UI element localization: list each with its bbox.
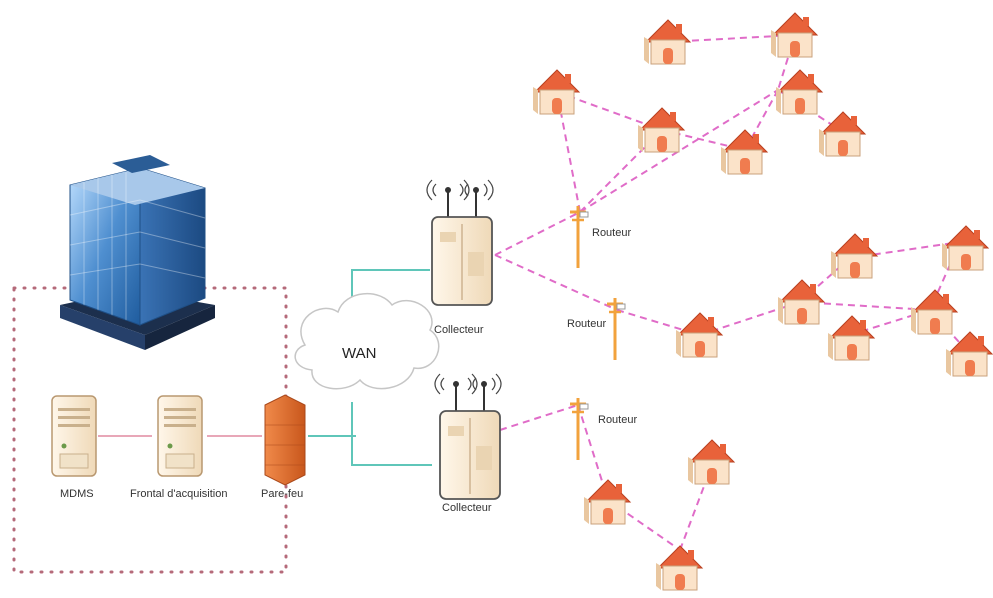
label-firewall: Pare-feu bbox=[261, 488, 303, 500]
house-icon bbox=[945, 331, 993, 377]
headquarters-boundary bbox=[12, 286, 288, 574]
house-icon bbox=[775, 69, 823, 115]
house-icon bbox=[830, 233, 878, 279]
label-collector-2: Collecteur bbox=[442, 502, 492, 514]
firewall-icon bbox=[264, 394, 306, 486]
house-icon bbox=[941, 225, 989, 271]
house-icon bbox=[655, 545, 703, 591]
house-icon bbox=[675, 312, 723, 358]
house-icon bbox=[687, 439, 735, 485]
mdms-server-icon bbox=[51, 395, 97, 477]
label-frontal: Frontal d'acquisition bbox=[130, 488, 228, 500]
house-icon bbox=[910, 289, 958, 335]
house-icon bbox=[720, 129, 768, 175]
house-icon bbox=[532, 69, 580, 115]
collector-1-icon bbox=[426, 179, 494, 306]
wan-links bbox=[308, 269, 432, 466]
house-icon bbox=[637, 107, 685, 153]
label-wan: WAN bbox=[342, 345, 376, 362]
house-group bbox=[532, 12, 993, 591]
house-icon bbox=[770, 12, 818, 58]
house-icon bbox=[643, 19, 691, 65]
label-router-1: Routeur bbox=[592, 227, 631, 239]
acquisition-server-icon bbox=[157, 395, 203, 477]
cloud-icon bbox=[294, 292, 440, 390]
label-collector-1: Collecteur bbox=[434, 324, 484, 336]
house-icon bbox=[777, 279, 825, 325]
house-icon bbox=[827, 315, 875, 361]
label-mdms: MDMS bbox=[60, 488, 94, 500]
house-icon bbox=[583, 479, 631, 525]
label-router-3: Routeur bbox=[598, 414, 637, 426]
office-building-icon bbox=[60, 155, 215, 350]
collector-2-icon bbox=[434, 373, 502, 500]
house-icon bbox=[818, 111, 866, 157]
label-router-2: Routeur bbox=[567, 318, 606, 330]
